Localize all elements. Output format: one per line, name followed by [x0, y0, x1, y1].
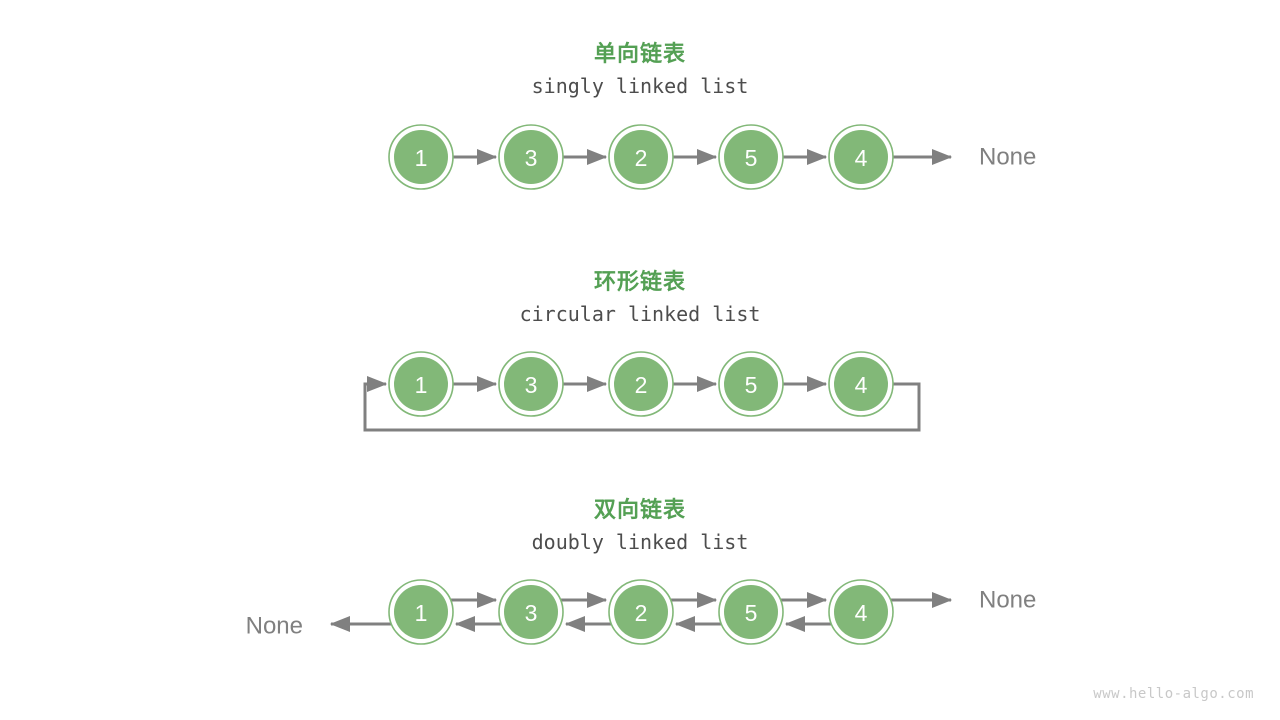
node-value-label: 3 — [525, 372, 538, 398]
node-outer-ring — [718, 579, 784, 645]
doubly-section-title: 双向链表 — [593, 498, 686, 523]
singly-section-subtitle: singly linked list — [531, 74, 749, 98]
doubly-node-4[interactable]: 4 — [828, 579, 894, 645]
node-value-label: 5 — [745, 145, 758, 171]
circular-node-1[interactable]: 3 — [498, 351, 564, 417]
node-value-label: 3 — [525, 600, 538, 626]
singly-list-group: 1 3 2 5 4 None — [388, 124, 1036, 190]
node-value-label: 4 — [855, 600, 868, 626]
node-disc — [724, 130, 778, 184]
circular-node-0[interactable]: 1 — [388, 351, 454, 417]
singly-node-2[interactable]: 2 — [608, 124, 674, 190]
node-value-label: 1 — [415, 372, 428, 398]
node-outer-ring — [828, 579, 894, 645]
singly-tail-none-label: None — [979, 144, 1036, 171]
singly-node-3[interactable]: 5 — [718, 124, 784, 190]
node-disc — [834, 585, 888, 639]
node-disc — [834, 357, 888, 411]
node-outer-ring — [498, 124, 564, 190]
node-disc — [724, 585, 778, 639]
node-outer-ring — [388, 351, 454, 417]
node-value-label: 4 — [855, 145, 868, 171]
doubly-tail-none-label: None — [979, 587, 1036, 614]
node-value-label: 1 — [415, 600, 428, 626]
node-value-label: 5 — [745, 600, 758, 626]
node-outer-ring — [388, 124, 454, 190]
node-disc — [724, 357, 778, 411]
node-outer-ring — [718, 124, 784, 190]
node-value-label: 2 — [635, 145, 648, 171]
node-outer-ring — [718, 351, 784, 417]
node-disc — [614, 357, 668, 411]
doubly-node-0[interactable]: 1 — [388, 579, 454, 645]
circular-section-title: 环形链表 — [593, 270, 686, 295]
doubly-node-2[interactable]: 2 — [608, 579, 674, 645]
node-disc — [834, 130, 888, 184]
node-disc — [394, 357, 448, 411]
watermark-label: www.hello-algo.com — [1093, 686, 1254, 702]
node-outer-ring — [828, 351, 894, 417]
singly-node-0[interactable]: 1 — [388, 124, 454, 190]
doubly-section-subtitle: doubly linked list — [531, 530, 749, 554]
circular-links — [363, 375, 921, 432]
node-disc — [504, 585, 558, 639]
node-disc — [614, 585, 668, 639]
node-outer-ring — [498, 351, 564, 417]
doubly-node-1[interactable]: 3 — [498, 579, 564, 645]
singly-node-4[interactable]: 4 — [828, 124, 894, 190]
singly-section-title: 单向链表 — [593, 42, 686, 67]
node-value-label: 4 — [855, 372, 868, 398]
node-outer-ring — [828, 124, 894, 190]
circular-wraparound-arrow — [363, 375, 921, 432]
circular-node-4[interactable]: 4 — [828, 351, 894, 417]
node-value-label: 3 — [525, 145, 538, 171]
node-outer-ring — [608, 579, 674, 645]
doubly-head-none-label: None — [246, 613, 303, 640]
node-value-label: 2 — [635, 600, 648, 626]
node-disc — [614, 130, 668, 184]
circular-section-subtitle: circular linked list — [519, 302, 761, 326]
node-value-label: 5 — [745, 372, 758, 398]
circular-node-2[interactable]: 2 — [608, 351, 674, 417]
node-disc — [394, 130, 448, 184]
node-disc — [504, 357, 558, 411]
node-disc — [394, 585, 448, 639]
node-outer-ring — [388, 579, 454, 645]
doubly-links — [329, 591, 953, 633]
circular-node-3[interactable]: 5 — [718, 351, 784, 417]
node-disc — [504, 130, 558, 184]
node-outer-ring — [608, 124, 674, 190]
circular-list-group: 1 3 2 5 4 — [363, 351, 921, 432]
singly-node-1[interactable]: 3 — [498, 124, 564, 190]
node-value-label: 2 — [635, 372, 648, 398]
doubly-node-3[interactable]: 5 — [718, 579, 784, 645]
node-outer-ring — [498, 579, 564, 645]
node-value-label: 1 — [415, 145, 428, 171]
node-outer-ring — [608, 351, 674, 417]
